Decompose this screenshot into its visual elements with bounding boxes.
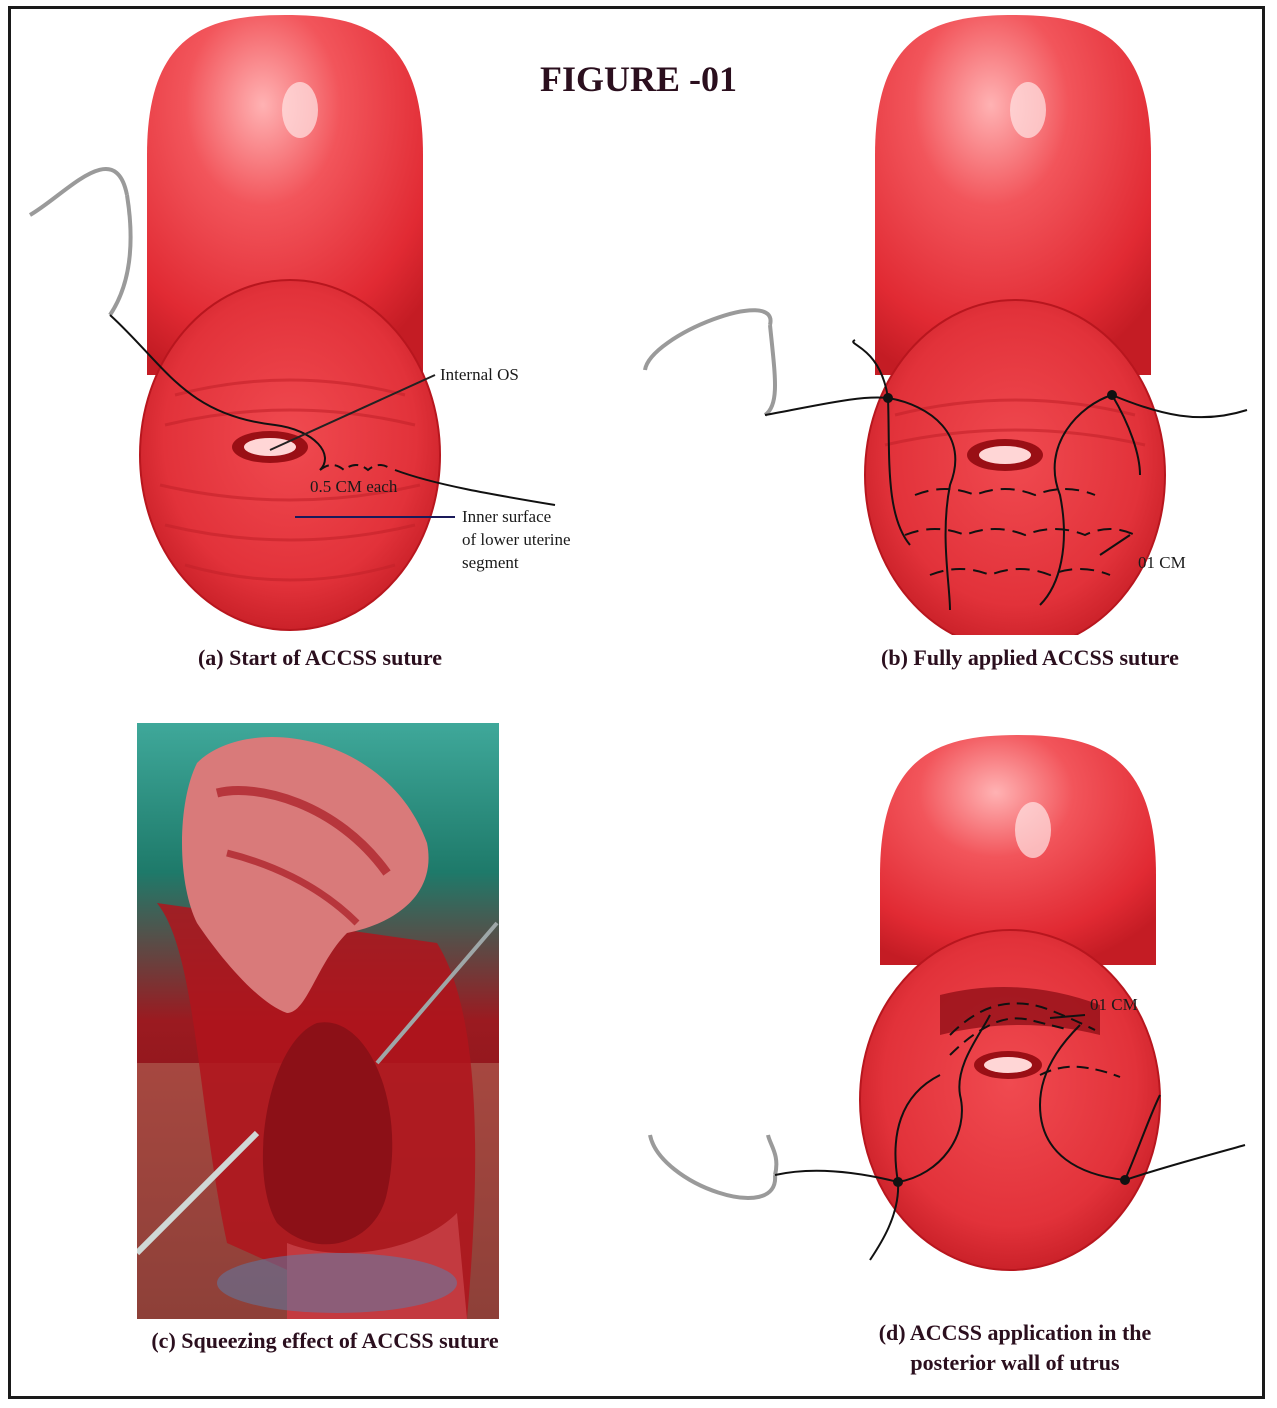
lower-segment (860, 930, 1160, 1270)
caption-d-line2: posterior wall of utrus (790, 1350, 1240, 1376)
panel-a-illustration: Internal OS 0.5 CM each Inner surface of… (15, 15, 615, 635)
panel-d-illustration: 01 CM (640, 735, 1260, 1315)
panel-b-illustration: 01 CM (640, 15, 1260, 635)
caption-c: (c) Squeezing effect of ACCSS suture (100, 1328, 550, 1354)
label-internal-os: Internal OS (440, 365, 519, 384)
caption-a: (a) Start of ACCSS suture (120, 645, 520, 671)
label-inner-surface-2: of lower uterine (462, 530, 571, 549)
label-spacing-d: 01 CM (1090, 995, 1138, 1014)
label-spacing-b: 01 CM (1138, 553, 1186, 572)
label-inner-surface-3: segment (462, 553, 519, 572)
label-spacing-a: 0.5 CM each (310, 477, 398, 496)
label-inner-surface-1: Inner surface (462, 507, 551, 526)
surgical-photo (137, 723, 499, 1319)
caption-d-line1: (d) ACCSS application in the (790, 1320, 1240, 1346)
caption-b: (b) Fully applied ACCSS suture (820, 645, 1240, 671)
